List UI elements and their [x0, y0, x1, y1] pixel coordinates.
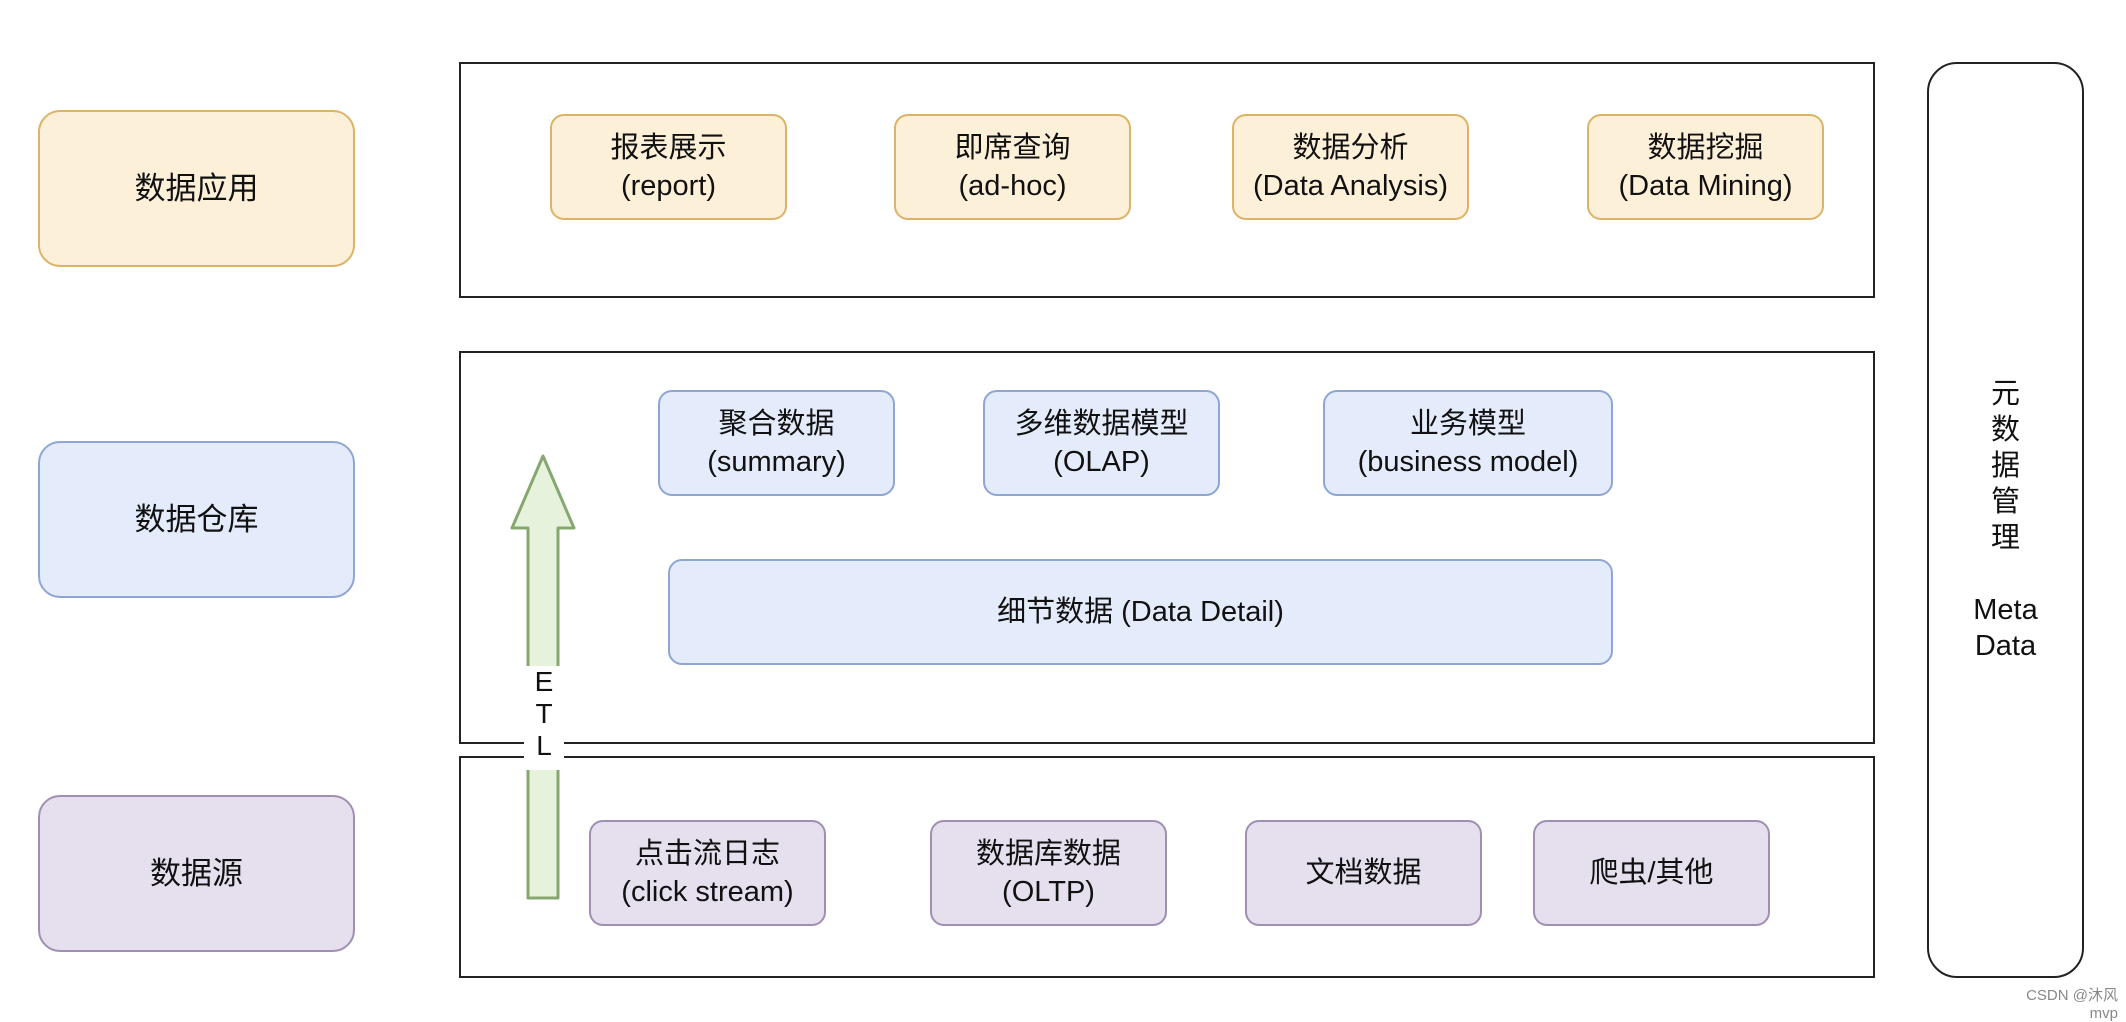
dw-box-summary: 聚合数据 (summary) [658, 390, 895, 496]
dw-box-olap: 多维数据模型 (OLAP) [983, 390, 1220, 496]
app-box-analysis-en: (Data Analysis) [1252, 170, 1448, 202]
src-box-crawler-other-cn: 爬虫/其他 [1589, 857, 1714, 889]
metadata-cn-char: 数 [1990, 414, 2020, 446]
lane-label-app-text: 数据应用 [134, 170, 259, 206]
src-box-oltp-en: (OLTP) [1002, 876, 1095, 908]
watermark: CSDN @沐风mvp [2026, 987, 2118, 1022]
app-box-report-cn: 报表展示 [610, 132, 727, 164]
dw-box-summary-cn: 聚合数据 [718, 408, 835, 440]
metadata-en-line-2: Data [1974, 630, 2037, 662]
app-box-analysis-cn: 数据分析 [1292, 132, 1409, 164]
app-box-adhoc-cn: 即席查询 [954, 132, 1071, 164]
src-box-click-stream-cn: 点击流日志 [634, 838, 780, 870]
dw-box-data-detail-text: 细节数据 (Data Detail) [997, 596, 1284, 628]
app-box-mining: 数据挖掘 (Data Mining) [1587, 114, 1824, 220]
src-box-oltp-cn: 数据库数据 [975, 838, 1121, 870]
src-box-click-stream: 点击流日志 (click stream) [589, 820, 826, 926]
app-box-report: 报表展示 (report) [550, 114, 787, 220]
src-box-oltp: 数据库数据 (OLTP) [930, 820, 1167, 926]
etl-letter-e: E [534, 666, 554, 697]
dw-box-business-model: 业务模型 (business model) [1323, 390, 1613, 496]
src-box-click-stream-en: (click stream) [621, 876, 794, 908]
lane-label-app: 数据应用 [38, 110, 355, 267]
app-box-report-en: (report) [620, 170, 717, 202]
app-box-mining-cn: 数据挖掘 [1647, 132, 1764, 164]
lane-label-src-text: 数据源 [150, 855, 243, 891]
dw-box-business-model-en: (business model) [1357, 446, 1579, 478]
src-box-documents-cn: 文档数据 [1305, 857, 1422, 889]
lane-label-dw: 数据仓库 [38, 441, 355, 598]
lane-label-dw-text: 数据仓库 [134, 501, 259, 537]
etl-label: E T L [524, 666, 564, 770]
metadata-cn-char: 元 [1990, 378, 2020, 410]
etl-letter-l: L [536, 730, 552, 761]
dw-box-olap-en: (OLAP) [1053, 446, 1150, 478]
metadata-management-panel: 元 数 据 管 理 Meta Data [1927, 62, 2084, 978]
metadata-cn-label: 元 数 据 管 理 [1991, 376, 2020, 556]
metadata-cn-char: 据 [1990, 450, 2020, 482]
metadata-cn-char: 管 [1990, 486, 2020, 518]
etl-letter-t: T [535, 698, 553, 729]
metadata-cn-char: 理 [1990, 522, 2020, 554]
dw-box-olap-cn: 多维数据模型 [1014, 408, 1189, 440]
src-box-documents: 文档数据 [1245, 820, 1482, 926]
dw-box-summary-en: (summary) [707, 446, 846, 478]
lane-label-src: 数据源 [38, 795, 355, 952]
app-box-mining-en: (Data Mining) [1618, 170, 1793, 202]
app-box-adhoc: 即席查询 (ad-hoc) [894, 114, 1131, 220]
dw-box-business-model-cn: 业务模型 [1409, 408, 1526, 440]
app-box-analysis: 数据分析 (Data Analysis) [1232, 114, 1469, 220]
dw-box-data-detail: 细节数据 (Data Detail) [668, 559, 1613, 665]
src-box-crawler-other: 爬虫/其他 [1533, 820, 1770, 926]
app-box-adhoc-en: (ad-hoc) [958, 170, 1067, 202]
metadata-en-line-1: Meta [1973, 594, 2038, 626]
